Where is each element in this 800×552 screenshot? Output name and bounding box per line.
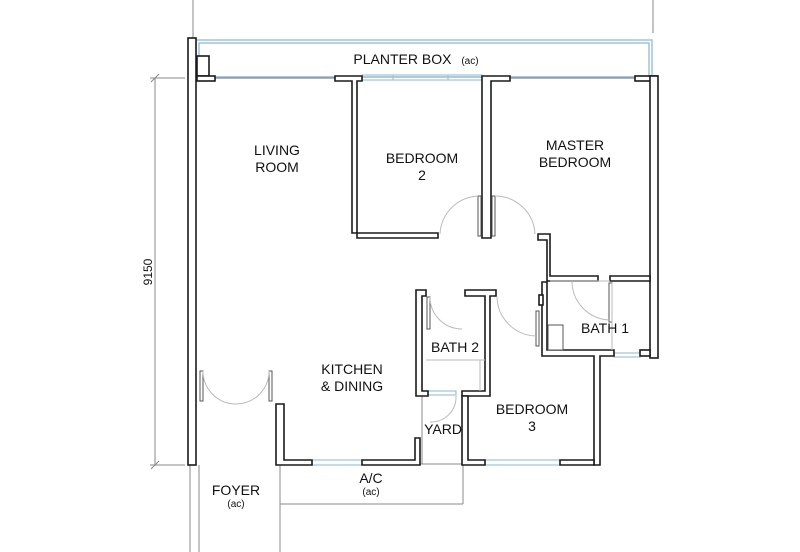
kitchen-line2: & DINING	[320, 378, 384, 394]
living-room-line1: LIVING	[254, 142, 300, 158]
ac-note: (ac)	[362, 487, 380, 498]
room-label-kitchen-dining: KITCHEN & DINING	[321, 361, 383, 395]
room-label-bath-1: BATH 1	[581, 320, 629, 337]
master-line2: BEDROOM	[538, 154, 612, 170]
bedroom3-line1: BEDROOM	[495, 401, 569, 417]
planter-box-label: PLANTER BOX	[353, 51, 452, 67]
foyer-note: (ac)	[227, 499, 245, 510]
yard-label: YARD	[424, 421, 462, 437]
room-label-bath-2: BATH 2	[431, 339, 479, 356]
master-line1: MASTER	[545, 137, 605, 153]
kitchen-line1: KITCHEN	[321, 361, 383, 377]
room-label-planter-box: PLANTER BOX (ac)	[353, 51, 478, 70]
room-label-foyer: FOYER	[212, 482, 260, 499]
room-label-ac: A/C	[359, 470, 382, 487]
room-label-yard: YARD	[424, 421, 462, 438]
dimension-label: 9150	[141, 258, 155, 286]
room-label-bedroom-3: BEDROOM 3	[496, 401, 568, 435]
bedroom2-line2: 2	[418, 167, 426, 183]
foyer-label: FOYER	[211, 482, 261, 498]
room-label-bedroom-2: BEDROOM 2	[386, 150, 458, 184]
ac-label: A/C	[359, 470, 383, 486]
room-label-living-room: LIVING ROOM	[254, 142, 300, 176]
bedroom3-line2: 3	[528, 418, 536, 434]
living-room-line2: ROOM	[255, 159, 299, 175]
room-label-master-bedroom: MASTER BEDROOM	[539, 137, 611, 171]
bedroom2-line1: BEDROOM	[385, 150, 459, 166]
planter-box-note: (ac)	[461, 56, 479, 67]
bath2-label: BATH 2	[431, 339, 479, 355]
bath1-label: BATH 1	[581, 320, 629, 336]
